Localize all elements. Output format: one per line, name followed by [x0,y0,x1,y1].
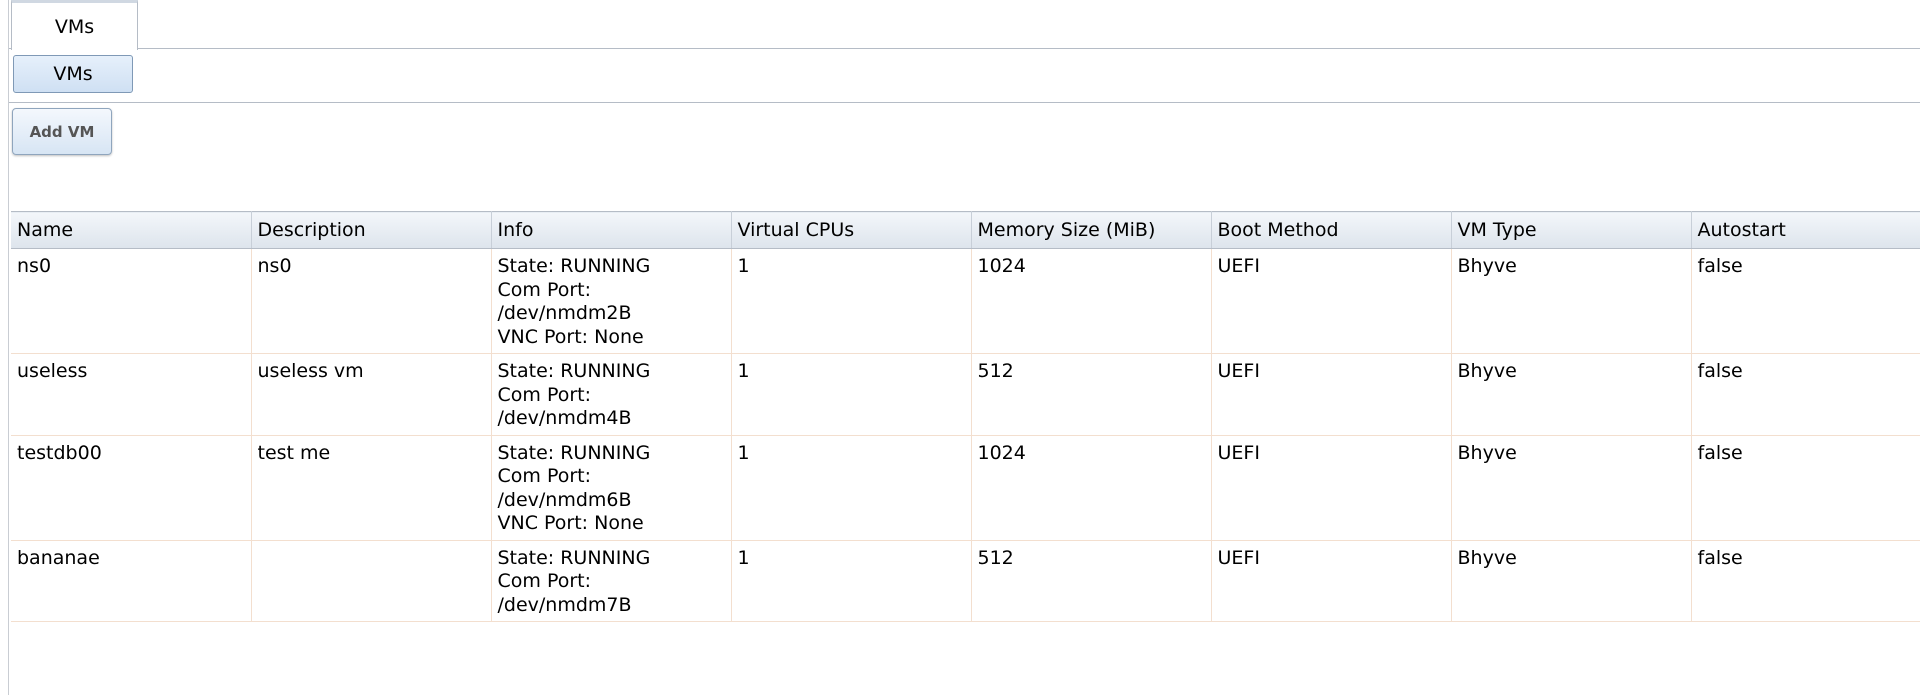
cell-info: State: RUNNING Com Port: /dev/nmdm7B [491,540,732,622]
cell-name: bananae [11,540,252,622]
info-line: State: RUNNING [497,255,651,277]
cell-virtual-cpus: 1 [731,353,972,436]
info-line: State: RUNNING [497,360,651,382]
info-line: Com Port: [497,383,592,406]
table-row[interactable]: bananae State: RUNNING Com Port: /dev/nm… [11,540,1920,622]
cell-memory: 1024 [971,248,1212,354]
vms-subtab-button[interactable]: VMs [13,55,133,93]
table-header-row: Name Description Info Virtual CPUs Memor… [11,211,1920,249]
sub-navigation-bar: VMs [9,49,1920,103]
cell-info: State: RUNNING Com Port: /dev/nmdm6B VNC… [491,435,732,541]
cell-boot-method: UEFI [1211,540,1452,622]
cell-autostart: false [1691,435,1920,541]
info-line: /dev/nmdm2B [497,302,632,324]
cell-name: useless [11,353,252,436]
info-line: State: RUNNING [497,441,651,464]
cell-autostart: false [1691,540,1920,622]
cell-memory: 512 [971,353,1212,436]
cell-name: ns0 [11,248,252,354]
cell-virtual-cpus: 1 [731,540,972,622]
column-header-info[interactable]: Info [491,211,732,249]
column-header-description[interactable]: Description [251,211,492,249]
cell-memory: 1024 [971,435,1212,541]
cell-description: ns0 [251,248,492,354]
cell-boot-method: UEFI [1211,353,1452,436]
cell-vm-type: Bhyve [1451,248,1692,354]
info-line: Com Port: [497,465,592,487]
cell-virtual-cpus: 1 [731,248,972,354]
cell-description [251,540,492,622]
toolbar: Add VM [9,103,1920,211]
cell-vm-type: Bhyve [1451,435,1692,541]
column-header-vm-type[interactable]: VM Type [1451,211,1692,249]
cell-vm-type: Bhyve [1451,353,1692,436]
cell-info: State: RUNNING Com Port: /dev/nmdm2B VNC… [491,248,732,354]
column-header-virtual-cpus[interactable]: Virtual CPUs [731,211,972,249]
cell-description: useless vm [251,353,492,436]
cell-boot-method: UEFI [1211,435,1452,541]
tab-strip: VMs [9,0,1920,50]
info-line: /dev/nmdm4B [497,407,632,429]
info-line: Com Port: [497,570,592,592]
cell-virtual-cpus: 1 [731,435,972,541]
info-line: VNC Port: None [497,325,644,348]
left-border [8,0,9,695]
column-header-boot-method[interactable]: Boot Method [1211,211,1452,249]
cell-boot-method: UEFI [1211,248,1452,354]
info-line: State: RUNNING [497,546,651,569]
table-row[interactable]: testdb00 test me State: RUNNING Com Port… [11,435,1920,541]
info-line: /dev/nmdm7B [497,593,632,616]
cell-info: State: RUNNING Com Port: /dev/nmdm4B [491,353,732,436]
info-line: Com Port: [497,278,592,301]
table-row[interactable]: useless useless vm State: RUNNING Com Po… [11,353,1920,436]
add-vm-button[interactable]: Add VM [12,108,112,155]
cell-description: test me [251,435,492,541]
cell-autostart: false [1691,353,1920,436]
info-line: /dev/nmdm6B [497,488,632,511]
column-header-autostart[interactable]: Autostart [1691,211,1920,249]
cell-memory: 512 [971,540,1212,622]
vm-table: Name Description Info Virtual CPUs Memor… [11,211,1920,622]
cell-autostart: false [1691,248,1920,354]
table-row[interactable]: ns0 ns0 State: RUNNING Com Port: /dev/nm… [11,248,1920,354]
column-header-name[interactable]: Name [11,211,252,249]
cell-name: testdb00 [11,435,252,541]
cell-vm-type: Bhyve [1451,540,1692,622]
tab-vms[interactable]: VMs [11,0,138,50]
column-header-memory-size[interactable]: Memory Size (MiB) [971,211,1212,249]
info-line: VNC Port: None [497,512,644,534]
